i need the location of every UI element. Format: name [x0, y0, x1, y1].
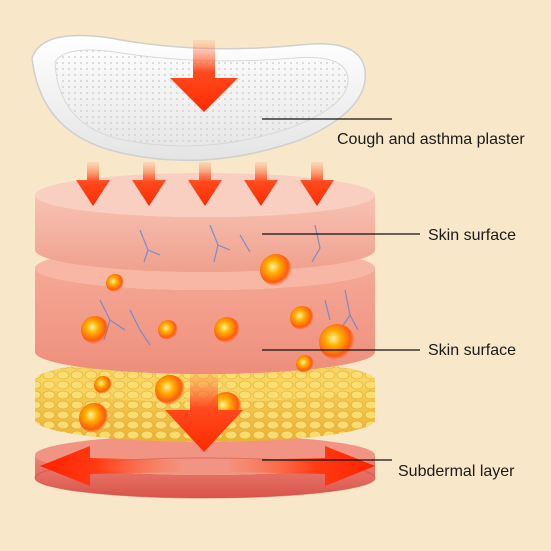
label-skin-surface-2: Skin surface	[428, 342, 517, 359]
down-arrow-icon	[76, 162, 334, 206]
side-arrow-icon	[40, 446, 375, 486]
leader-lines	[262, 118, 420, 461]
label-subdermal: Subdermal layer	[398, 463, 515, 480]
down-arrow-icon	[165, 372, 243, 452]
label-plaster: Cough and asthma plaster	[337, 131, 525, 148]
down-arrow-icon	[170, 40, 238, 112]
label-skin-surface-1: Skin surface	[428, 227, 517, 244]
veins-1	[139, 224, 321, 263]
